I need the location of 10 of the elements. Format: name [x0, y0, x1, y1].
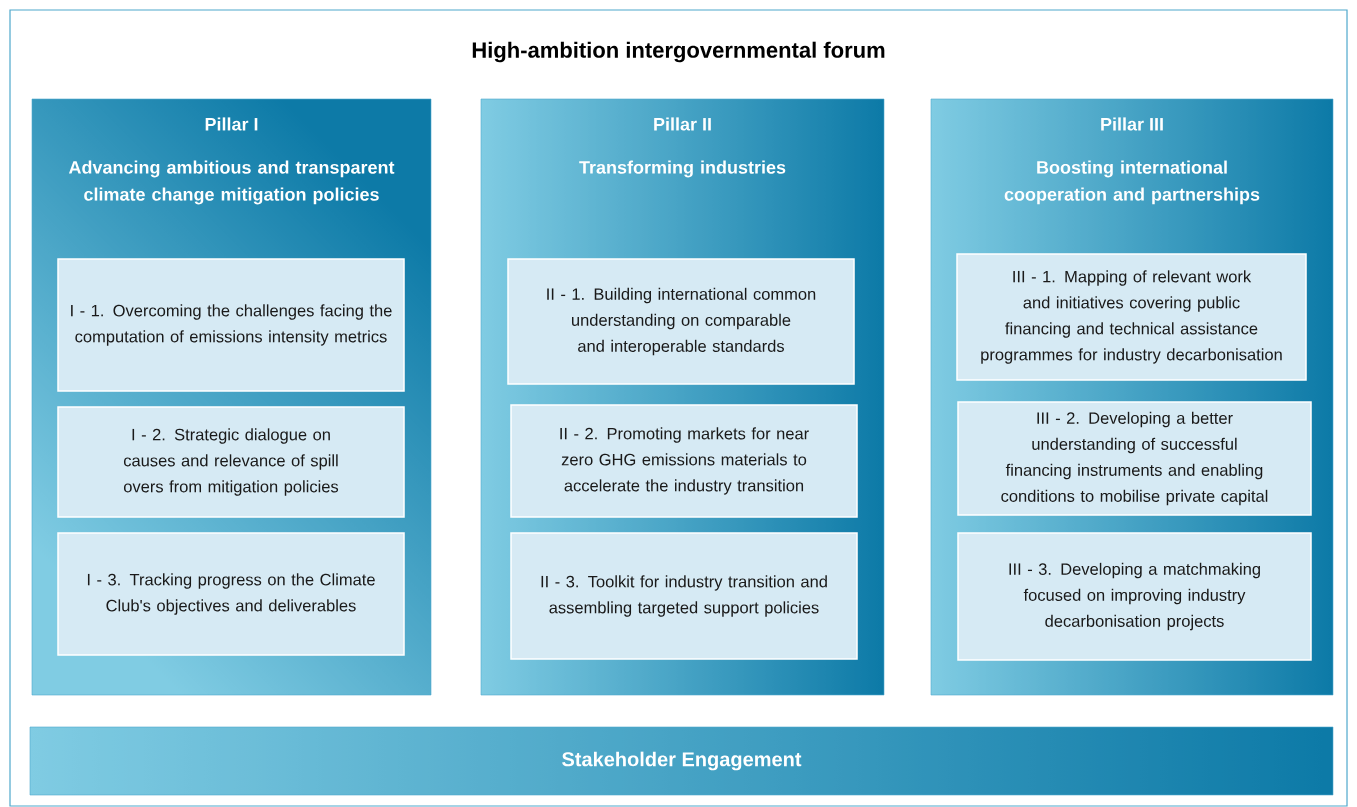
workstream-box: II - 2. Promoting markets for near zero GHG emissions materials to accelerate the industry transition [510, 404, 858, 518]
workstream-box: I - 1. Overcoming the challenges facing the computation of emissions intensity metrics [57, 258, 405, 392]
workstream-box: III - 3. Developing a matchmaking focused on improving industry decarbonisation projects [957, 532, 1312, 661]
stakeholder-band: Stakeholder Engagement [29, 726, 1334, 796]
workstream-box: III - 2. Developing a better understanding of successful financing instruments and enabling conditions to mobilise private capital [957, 401, 1312, 516]
workstream-box: II - 1. Building international common understanding on comparable and interoperable standards [507, 258, 855, 385]
workstream-box: I - 3. Tracking progress on the Climate Club's objectives and deliverables [57, 532, 405, 656]
workstream-box: II - 3. Toolkit for industry transition and assembling targeted support policies [510, 532, 858, 660]
workstream-box: III - 1. Mapping of relevant work and initiatives covering public financing and technical assistance programmes for industry decarbonisation [956, 253, 1307, 381]
workstream-box: I - 2. Strategic dialogue on causes and relevance of spill overs from mitigation policies [57, 406, 405, 518]
